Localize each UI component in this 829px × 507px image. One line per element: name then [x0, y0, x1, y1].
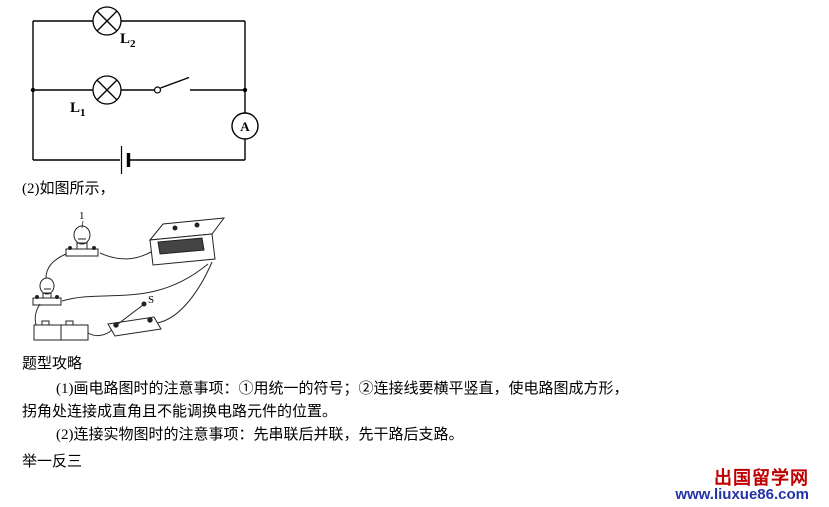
tip-line-3: (2)连接实物图时的注意事项：先串联后并联，先干路后支路。: [56, 427, 464, 443]
intro-line: (2)如图所示，: [22, 181, 115, 197]
ammeter-label: A: [240, 119, 250, 134]
junction-dot-left: [30, 87, 36, 93]
lamp-L1-symbol: [92, 75, 122, 105]
lamp-L2-label: L2: [120, 31, 136, 50]
lamp1-label-leader: [81, 220, 84, 229]
switch-symbol: [153, 76, 190, 94]
circuit-schematic: L2 L1 A: [30, 6, 259, 174]
battery-symbol: [120, 146, 131, 174]
section-title: 题型攻略: [22, 356, 83, 372]
lamp-L1-label: L1: [70, 100, 86, 119]
tip-line-2: 拐角处连接成直角且不能调换电路元件的位置。: [22, 404, 338, 420]
lamp-L2-symbol: [92, 6, 122, 36]
tip-line-1: (1)画电路图时的注意事项：①用统一的符号；②连接线要横平竖直，使电路图成方形，: [56, 381, 629, 397]
switch-sketch-label: S: [148, 294, 154, 306]
watermark-brand: 出国留学网: [714, 468, 809, 488]
sketch-wires: [34, 251, 213, 337]
ammeter-sketch: [148, 217, 226, 266]
watermark-url: www.liuxue86.com: [675, 486, 809, 503]
lamp1-sketch: [65, 225, 99, 257]
physical-circuit-sketch: 1: [32, 210, 226, 341]
battery-sketch: [33, 320, 89, 341]
circuit-wires: [32, 20, 246, 161]
ammeter-symbol: A: [231, 112, 259, 140]
junction-dot-right: [242, 87, 248, 93]
lamp1-sketch-label: 1: [79, 210, 85, 222]
footer-heading: 举一反三: [22, 454, 83, 470]
lamp2-sketch: [32, 277, 62, 306]
switch-sketch: [107, 301, 162, 337]
